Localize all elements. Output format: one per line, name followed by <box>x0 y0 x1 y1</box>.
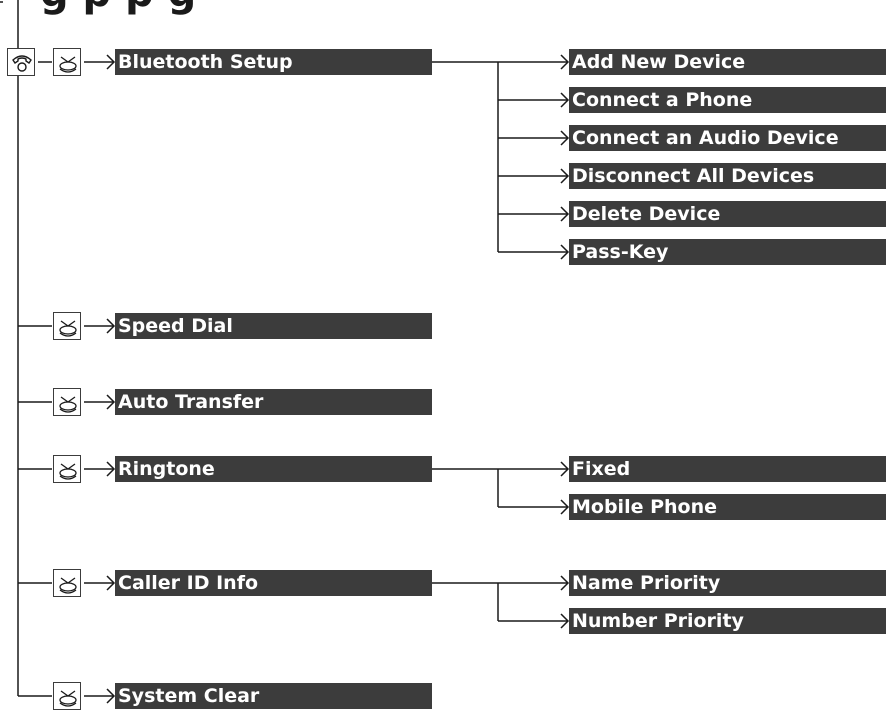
submenu-item-disconnect-all-devices[interactable]: Disconnect All Devices <box>569 163 886 189</box>
menu-item-speed-dial[interactable]: Speed Dial <box>115 313 432 339</box>
submenu-item-delete-device[interactable]: Delete Device <box>569 201 886 227</box>
selector-knob-icon <box>53 388 81 416</box>
submenu-item-mobile-phone[interactable]: Mobile Phone <box>569 494 886 520</box>
menu-item-system-clear[interactable]: System Clear <box>115 683 432 709</box>
submenu-item-name-priority[interactable]: Name Priority <box>569 570 886 596</box>
submenu-item-connect-audio-device[interactable]: Connect an Audio Device <box>569 125 886 151</box>
selector-knob-icon <box>53 455 81 483</box>
submenu-item-connect-a-phone[interactable]: Connect a Phone <box>569 87 886 113</box>
arrowheads <box>106 54 570 704</box>
menu-item-bluetooth-setup[interactable]: Bluetooth Setup <box>115 49 432 75</box>
menu-item-caller-id-info[interactable]: Caller ID Info <box>115 570 432 596</box>
menu-item-auto-transfer[interactable]: Auto Transfer <box>115 389 432 415</box>
phone-icon <box>7 48 35 76</box>
selector-knob-icon <box>53 312 81 340</box>
submenu-item-pass-key[interactable]: Pass-Key <box>569 239 886 265</box>
submenu-item-fixed[interactable]: Fixed <box>569 456 886 482</box>
selector-knob-icon <box>53 682 81 710</box>
page-heading-fragment: g p p g <box>40 0 196 13</box>
submenu-item-number-priority[interactable]: Number Priority <box>569 608 886 634</box>
selector-knob-icon <box>53 569 81 597</box>
submenu-item-add-new-device[interactable]: Add New Device <box>569 49 886 75</box>
selector-knob-icon <box>53 48 81 76</box>
menu-item-ringtone[interactable]: Ringtone <box>115 456 432 482</box>
